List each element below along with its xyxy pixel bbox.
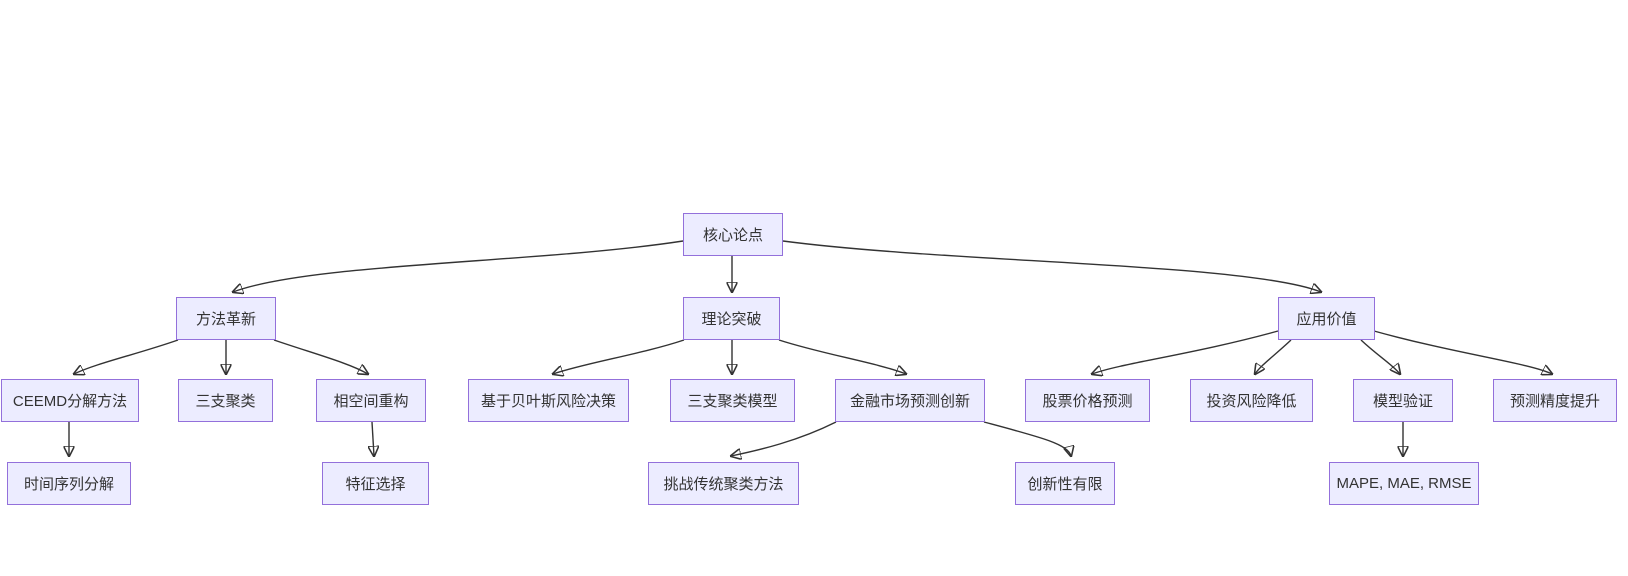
- node-investment-risk-reduction: 投资风险降低: [1190, 379, 1313, 422]
- node-core-thesis: 核心论点: [683, 213, 783, 256]
- edge-application-to-risk-reduction: [1255, 339, 1292, 374]
- node-theory-breakthrough: 理论突破: [683, 297, 780, 340]
- edge-theory-to-finance-innovation: [778, 339, 906, 374]
- node-financial-market-prediction-innovation: 金融市场预测创新: [835, 379, 985, 422]
- edge-application-to-stock-prediction: [1092, 330, 1279, 374]
- node-bayesian-risk-decision: 基于贝叶斯风险决策: [468, 379, 629, 422]
- node-three-way-clustering: 三支聚类: [178, 379, 273, 422]
- node-phase-space-reconstruction: 相空间重构: [316, 379, 426, 422]
- edge-phase-space-to-feature-selection: [372, 421, 374, 456]
- edge-finance-to-limited-innovation: [983, 421, 1071, 456]
- edge-application-to-accuracy-improvement: [1373, 330, 1552, 374]
- edge-core-to-application-value: [782, 240, 1321, 292]
- node-prediction-accuracy-improvement: 预测精度提升: [1493, 379, 1617, 422]
- node-evaluation-metrics: MAPE, MAE, RMSE: [1329, 462, 1479, 505]
- edge-finance-to-challenge-clustering: [731, 421, 837, 456]
- edge-method-to-phase-space: [273, 339, 368, 374]
- node-model-validation: 模型验证: [1353, 379, 1453, 422]
- edge-method-to-ceemd: [74, 339, 179, 374]
- node-feature-selection: 特征选择: [322, 462, 429, 505]
- node-three-way-clustering-model: 三支聚类模型: [670, 379, 795, 422]
- edge-theory-to-bayesian-risk: [553, 339, 685, 374]
- node-time-series-decomposition: 时间序列分解: [7, 462, 131, 505]
- node-challenge-traditional-clustering: 挑战传统聚类方法: [648, 462, 799, 505]
- node-application-value: 应用价值: [1278, 297, 1375, 340]
- node-stock-price-prediction: 股票价格预测: [1025, 379, 1150, 422]
- edge-core-to-method-innovation: [233, 240, 684, 292]
- node-ceemd-decomposition: CEEMD分解方法: [1, 379, 139, 422]
- node-method-innovation: 方法革新: [176, 297, 276, 340]
- edge-application-to-model-validation: [1360, 339, 1400, 374]
- node-limited-innovation: 创新性有限: [1015, 462, 1115, 505]
